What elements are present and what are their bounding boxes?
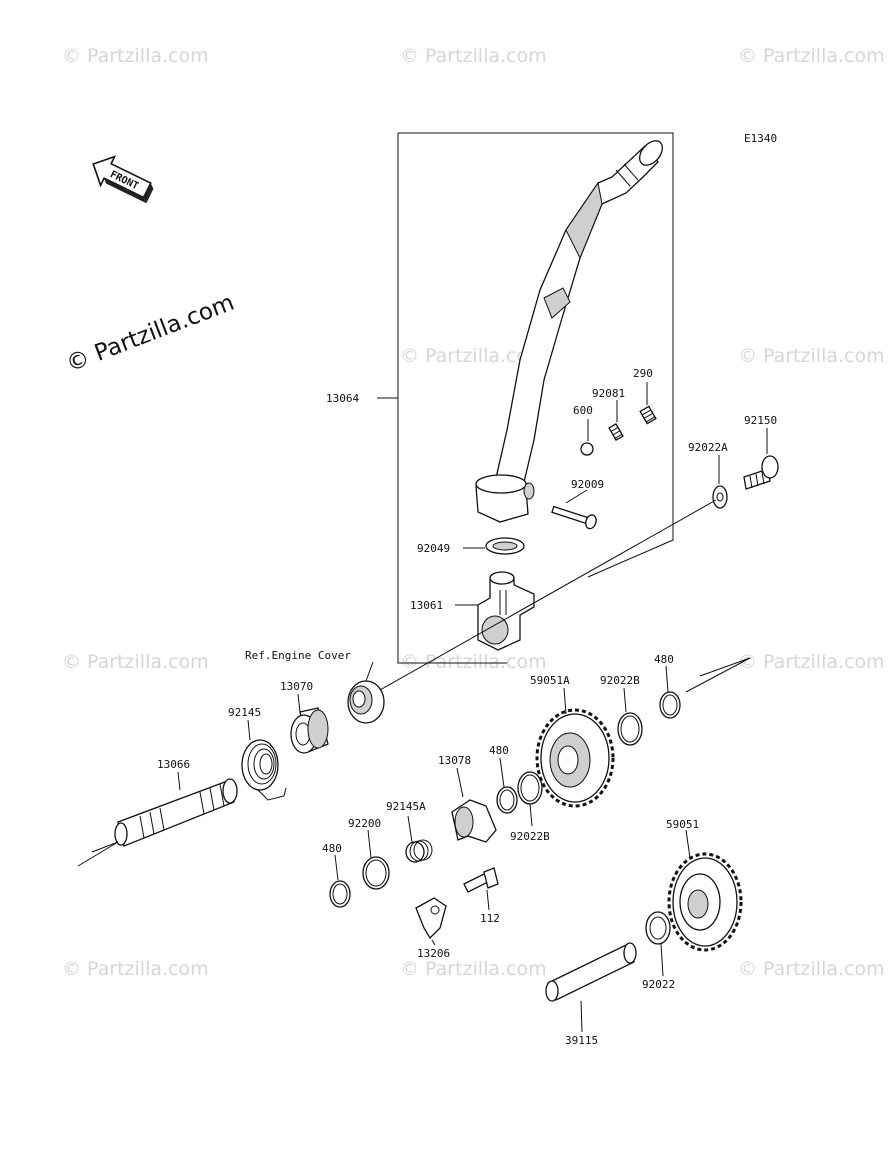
bolt-92150 — [743, 455, 779, 490]
part-label: 92009 — [571, 478, 604, 491]
part-label: 92150 — [744, 414, 777, 427]
part-label: 92145 — [228, 706, 261, 719]
circlip-480-lower — [329, 880, 351, 908]
kick-shaft-13066 — [114, 778, 238, 847]
spring-92081 — [608, 423, 624, 441]
watermarks: © Partzilla.com © Partzilla.com © Partzi… — [62, 45, 885, 980]
circlip-480-upper — [659, 691, 681, 719]
part-label: 13206 — [417, 947, 450, 960]
diagram-code: E1340 — [744, 132, 777, 145]
watermark-text: © Partzilla.com — [738, 651, 885, 673]
watermark-text: © Partzilla.com — [400, 45, 547, 67]
washer-92022B-lower — [517, 771, 543, 805]
washer-92022 — [645, 911, 671, 945]
kick-pedal-lever — [475, 140, 663, 523]
part-label: 92145A — [386, 800, 426, 813]
part-label: 480 — [654, 653, 674, 666]
ref-engine-cover-label: Ref.Engine Cover — [245, 649, 351, 662]
part-label: 39115 — [565, 1034, 598, 1047]
part-label: 13078 — [438, 754, 471, 767]
kick-spring-92145 — [241, 739, 287, 801]
part-label: 480 — [322, 842, 342, 855]
part-label: 59051 — [666, 818, 699, 831]
watermark-text: © Partzilla.com — [738, 958, 885, 980]
bearing-engine-cover — [347, 680, 385, 724]
part-label: 92081 — [592, 387, 625, 400]
gear-59051 — [667, 852, 743, 952]
stopper-13206 — [415, 897, 447, 940]
part-label: 59051A — [530, 674, 570, 687]
bolt-92009 — [551, 505, 597, 530]
part-label: 112 — [480, 912, 500, 925]
part-label: 13064 — [326, 392, 359, 405]
part-label: 13061 — [410, 599, 443, 612]
assembly-bracket — [398, 132, 674, 578]
washer-92022B-upper — [617, 712, 643, 746]
part-labels: 13064 290 92081 600 92150 92022A 92009 9… — [157, 367, 777, 1047]
part-label: 13066 — [157, 758, 190, 771]
part-label: 600 — [573, 404, 593, 417]
leader-lines — [77, 382, 768, 1033]
ratchet-13078 — [451, 799, 497, 843]
shaft-39115 — [545, 942, 637, 1002]
assembly-bracket — [397, 133, 507, 664]
part-label: 92022B — [510, 830, 550, 843]
part-label: 92022B — [600, 674, 640, 687]
bolt-112 — [463, 867, 499, 893]
part-label: 92022A — [688, 441, 728, 454]
watermark-text: © Partzilla.com — [62, 45, 209, 67]
watermark-text: © Partzilla.com — [400, 651, 547, 673]
kick-boss-13061 — [477, 571, 535, 651]
spring-92145A — [405, 839, 433, 863]
watermark-text: © Partzilla.com — [738, 345, 885, 367]
watermark-text: © Partzilla.com — [400, 958, 547, 980]
gear-59051A — [535, 708, 615, 808]
part-label: 92049 — [417, 542, 450, 555]
set-screw-290 — [639, 405, 657, 425]
washer-92022A — [712, 485, 728, 509]
seal-92049 — [485, 537, 525, 555]
part-label: 290 — [633, 367, 653, 380]
part-label: 92022 — [642, 978, 675, 991]
circlip-480-middle — [496, 786, 518, 814]
ball-600 — [580, 442, 594, 456]
watermark-text: © Partzilla.com — [62, 651, 209, 673]
watermark-large: © Partzilla.com — [63, 290, 238, 378]
watermark-text: © Partzilla.com — [738, 45, 885, 67]
watermark-text: © Partzilla.com — [400, 345, 547, 367]
watermark-text: © Partzilla.com — [62, 958, 209, 980]
part-label: 92200 — [348, 817, 381, 830]
collar-13070 — [290, 707, 329, 754]
front-arrow-icon: FRONT — [92, 155, 154, 204]
part-label: 480 — [489, 744, 509, 757]
washer-92200 — [362, 856, 390, 890]
part-label: 13070 — [280, 680, 313, 693]
